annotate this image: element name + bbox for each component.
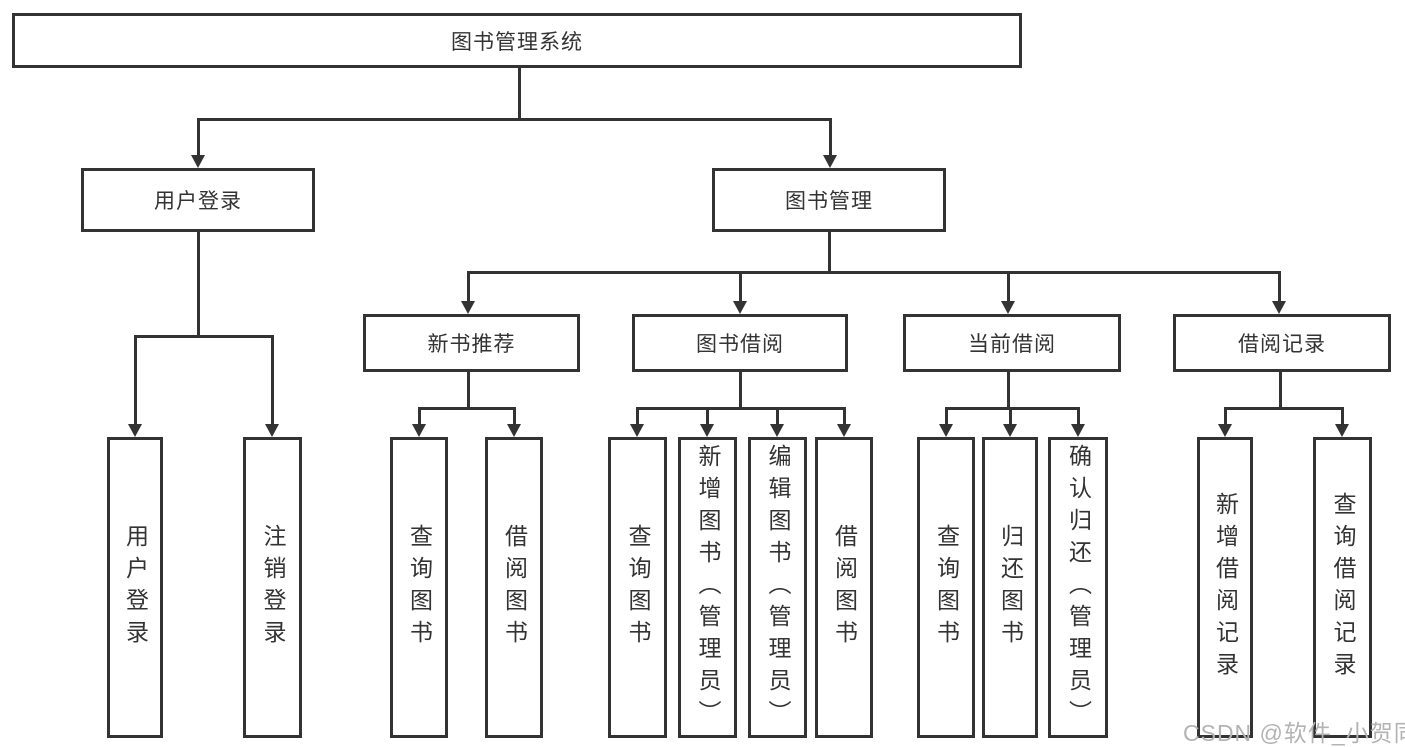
node-root-label: 图书管理系统 [451,30,583,54]
arrow-down-icon [700,424,714,437]
arrow-down-icon [1218,424,1232,437]
leaf-current-return-books-label: 归还图书 [997,523,1024,652]
borrow-branch-line [636,407,846,410]
leaf-borrow-query-books: 查询图书 [608,437,667,738]
leaf-current-query-books-label: 查询图书 [933,523,960,652]
leaf-recommend-query-books-label: 查询图书 [406,523,433,652]
leaf-borrow-add-books-admin: 新增图书（管理员） [678,437,737,738]
node-borrow-records: 借阅记录 [1173,314,1391,372]
node-new-book-recommend: 新书推荐 [363,314,580,372]
current-branch-line [945,407,1080,410]
node-current-borrow: 当前借阅 [903,314,1121,372]
node-book-borrow-label: 图书借阅 [696,333,784,356]
leaf-current-query-books: 查询图书 [917,437,975,738]
leaf-records-query-record: 查询借阅记录 [1313,437,1372,738]
arrow-down-icon [461,301,475,314]
leaf-recommend-borrow-books-label: 借阅图书 [501,523,528,652]
leaf-user-login-label: 用户登录 [122,523,149,652]
level3-stem-line [739,271,742,303]
leaf-current-return-books: 归还图书 [982,437,1038,738]
level3-stem-line [467,271,470,303]
node-current-borrow-label: 当前借阅 [968,333,1056,356]
arrow-down-icon [1003,424,1017,437]
current-trunk-line [1007,372,1010,407]
leaf-borrow-borrow-books-label: 借阅图书 [831,523,858,652]
leaf-recommend-query-books: 查询图书 [390,437,448,738]
csdn-watermark: CSDN @软件_小贺同学 [1183,720,1405,746]
leaf-borrow-borrow-books: 借阅图书 [815,437,873,738]
leaf-user-login: 用户登录 [107,437,163,738]
leaf-records-query-record-label: 查询借阅记录 [1330,491,1356,684]
recommend-branch-line [418,407,516,410]
leaf-current-confirm-return-admin: 确认归还（管理员） [1048,437,1108,738]
level3-stem-line [1278,271,1281,303]
node-user-login-label: 用户登录 [154,190,242,213]
level2-stem-line [829,118,832,157]
level2-stem-line [197,118,200,157]
borrow-stem-line [843,407,846,424]
leaf-records-add-record-label: 新增借阅记录 [1212,491,1239,684]
node-borrow-records-label: 借阅记录 [1238,333,1326,356]
leaf-borrow-edit-books-admin: 编辑图书（管理员） [748,437,807,738]
node-new-book-recommend-label: 新书推荐 [427,333,516,356]
arrow-down-icon [1272,301,1286,314]
arrow-down-icon [507,424,521,437]
arrow-down-icon [265,424,279,437]
level3-stem-line [1007,271,1010,303]
borrow-stem-line [776,407,779,424]
arrow-down-icon [412,424,426,437]
level3-trunk-line [828,232,831,271]
leaf-records-add-record: 新增借阅记录 [1197,437,1253,738]
arrow-down-icon [1071,424,1085,437]
records-stem-line [1341,407,1344,424]
login-branch-line [134,335,274,338]
leaf-borrow-add-books-admin-label: 新增图书（管理员） [695,443,721,732]
current-stem-line [1009,407,1012,424]
leaf-logout: 注销登录 [243,437,302,738]
arrow-down-icon [770,424,784,437]
arrow-down-icon [630,424,644,437]
arrow-down-icon [191,155,205,168]
borrow-stem-line [706,407,709,424]
leaf-current-confirm-return-admin-label: 确认归还（管理员） [1065,443,1092,732]
leaf-borrow-query-books-label: 查询图书 [625,523,651,652]
leaf-recommend-borrow-books: 借阅图书 [485,437,543,738]
node-book-management-label: 图书管理 [785,190,873,213]
arrow-down-icon [823,155,837,168]
arrow-down-icon [733,301,747,314]
level2-branch-line [197,118,831,121]
current-stem-line [945,407,948,424]
arrow-down-icon [939,424,953,437]
login-stem-line [134,335,137,424]
arrow-down-icon [1001,301,1015,314]
arrow-down-icon [837,424,851,437]
recommend-stem-line [513,407,516,424]
node-book-management: 图书管理 [712,168,946,232]
records-stem-line [1224,407,1227,424]
arrow-down-icon [1335,424,1349,437]
level3-branch-line [467,271,1281,274]
node-book-borrow: 图书借阅 [632,314,848,372]
borrow-trunk-line [739,372,742,407]
node-user-login: 用户登录 [81,168,315,232]
leaf-logout-label: 注销登录 [260,523,286,652]
root-trunk-line [518,68,521,118]
borrow-stem-line [636,407,639,424]
arrow-down-icon [128,424,142,437]
current-stem-line [1077,407,1080,424]
leaf-borrow-edit-books-admin-label: 编辑图书（管理员） [765,443,791,732]
recommend-trunk-line [467,372,470,407]
login-trunk-line [197,232,200,335]
recommend-stem-line [418,407,421,424]
records-branch-line [1224,407,1344,410]
node-root: 图书管理系统 [12,13,1022,68]
login-stem-line [271,335,274,424]
records-trunk-line [1279,372,1282,407]
